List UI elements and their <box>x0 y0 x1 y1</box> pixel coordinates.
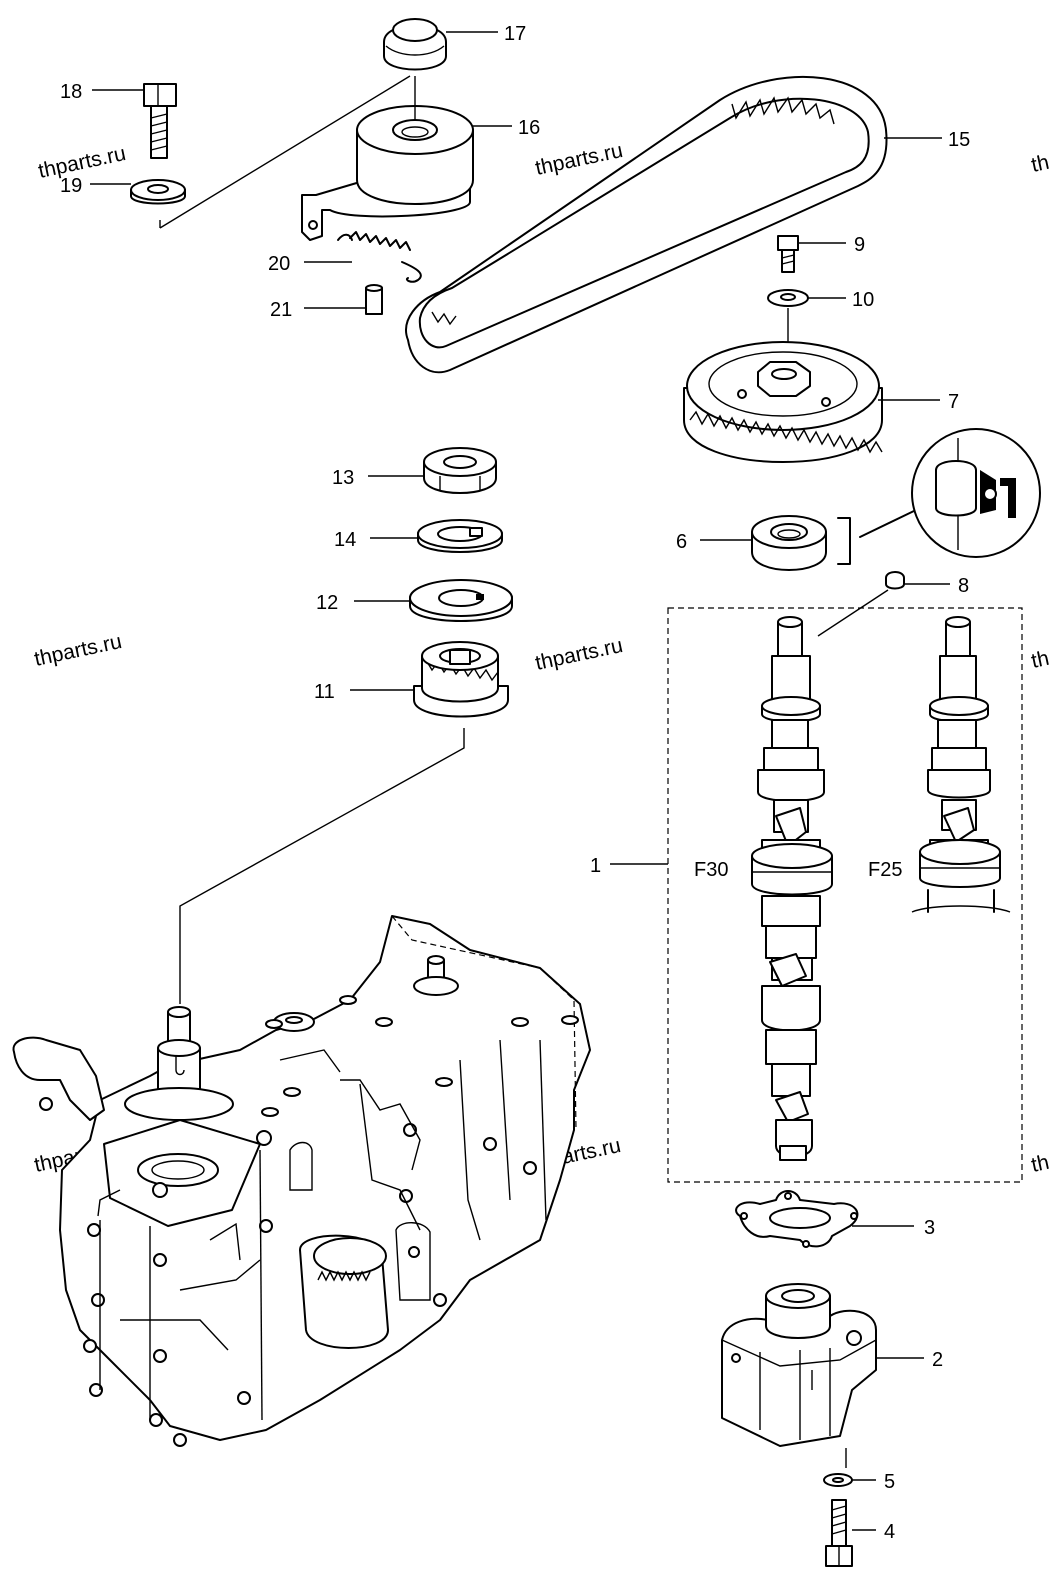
part-21-pin <box>365 284 383 315</box>
part-11-drive-pulley <box>179 641 509 1004</box>
callout-5: 5 <box>884 1471 895 1493</box>
part-8-key <box>817 571 905 637</box>
callout-3: 3 <box>924 1217 935 1239</box>
callout-7: 7 <box>948 391 959 413</box>
camshaft-f25 <box>911 616 1011 913</box>
watermark: thparts.ru <box>533 634 625 675</box>
part-4-bolt <box>825 1499 853 1567</box>
callout-17: 17 <box>504 23 526 45</box>
callout-1: 1 <box>590 855 601 877</box>
part-2-pump-housing <box>721 1283 877 1447</box>
part-7-cam-pulley <box>683 341 883 463</box>
camshaft-f30 <box>751 616 833 1161</box>
callout-14: 14 <box>334 529 356 551</box>
callout-20: 20 <box>268 253 290 275</box>
watermark-partial: th <box>1029 1151 1051 1177</box>
part-3-gasket <box>735 1190 859 1248</box>
part-5-washer <box>823 1448 853 1487</box>
part-6-oil-seal <box>751 509 917 571</box>
leader-assembly <box>159 75 411 229</box>
callout-2: 2 <box>932 1349 943 1371</box>
part-18-bolt <box>143 83 177 159</box>
cylinder-block <box>12 915 591 1447</box>
seal-detail-inset <box>911 428 1041 558</box>
part-10-washer <box>767 289 809 360</box>
part-12-plate <box>409 579 513 622</box>
callout-9: 9 <box>854 234 865 256</box>
part-15-timing-belt <box>405 75 888 374</box>
part-9-bolt <box>777 235 799 273</box>
part-14-lock-washer <box>417 519 503 553</box>
callout-8: 8 <box>958 575 969 597</box>
watermark-partial: th <box>1029 151 1051 177</box>
callout-11: 11 <box>314 681 335 703</box>
callout-4: 4 <box>884 1521 895 1543</box>
part-17-cap <box>383 18 447 71</box>
part-20-spring <box>337 231 422 283</box>
callout-16: 16 <box>518 117 540 139</box>
callout-labels: 17 18 16 15 19 9 20 10 21 7 13 14 6 8 12… <box>60 23 970 1543</box>
callout-12: 12 <box>316 592 338 614</box>
callout-18: 18 <box>60 81 82 103</box>
callout-19: 19 <box>60 175 82 197</box>
variant-label-f30: F30 <box>694 859 728 881</box>
variant-label-f25: F25 <box>868 859 902 881</box>
callout-6: 6 <box>676 531 687 553</box>
callout-10: 10 <box>852 289 874 311</box>
callout-15: 15 <box>948 129 970 151</box>
callout-13: 13 <box>332 467 354 489</box>
watermark: thparts.ru <box>32 630 124 671</box>
camshaft-group-box <box>667 607 1023 1183</box>
part-13-nut <box>423 447 497 494</box>
part-19-washer <box>130 179 186 205</box>
watermark-partial: th <box>1029 647 1051 673</box>
callout-21: 21 <box>270 299 292 321</box>
leader-lines <box>90 31 950 1531</box>
part-16-tensioner <box>301 76 474 241</box>
